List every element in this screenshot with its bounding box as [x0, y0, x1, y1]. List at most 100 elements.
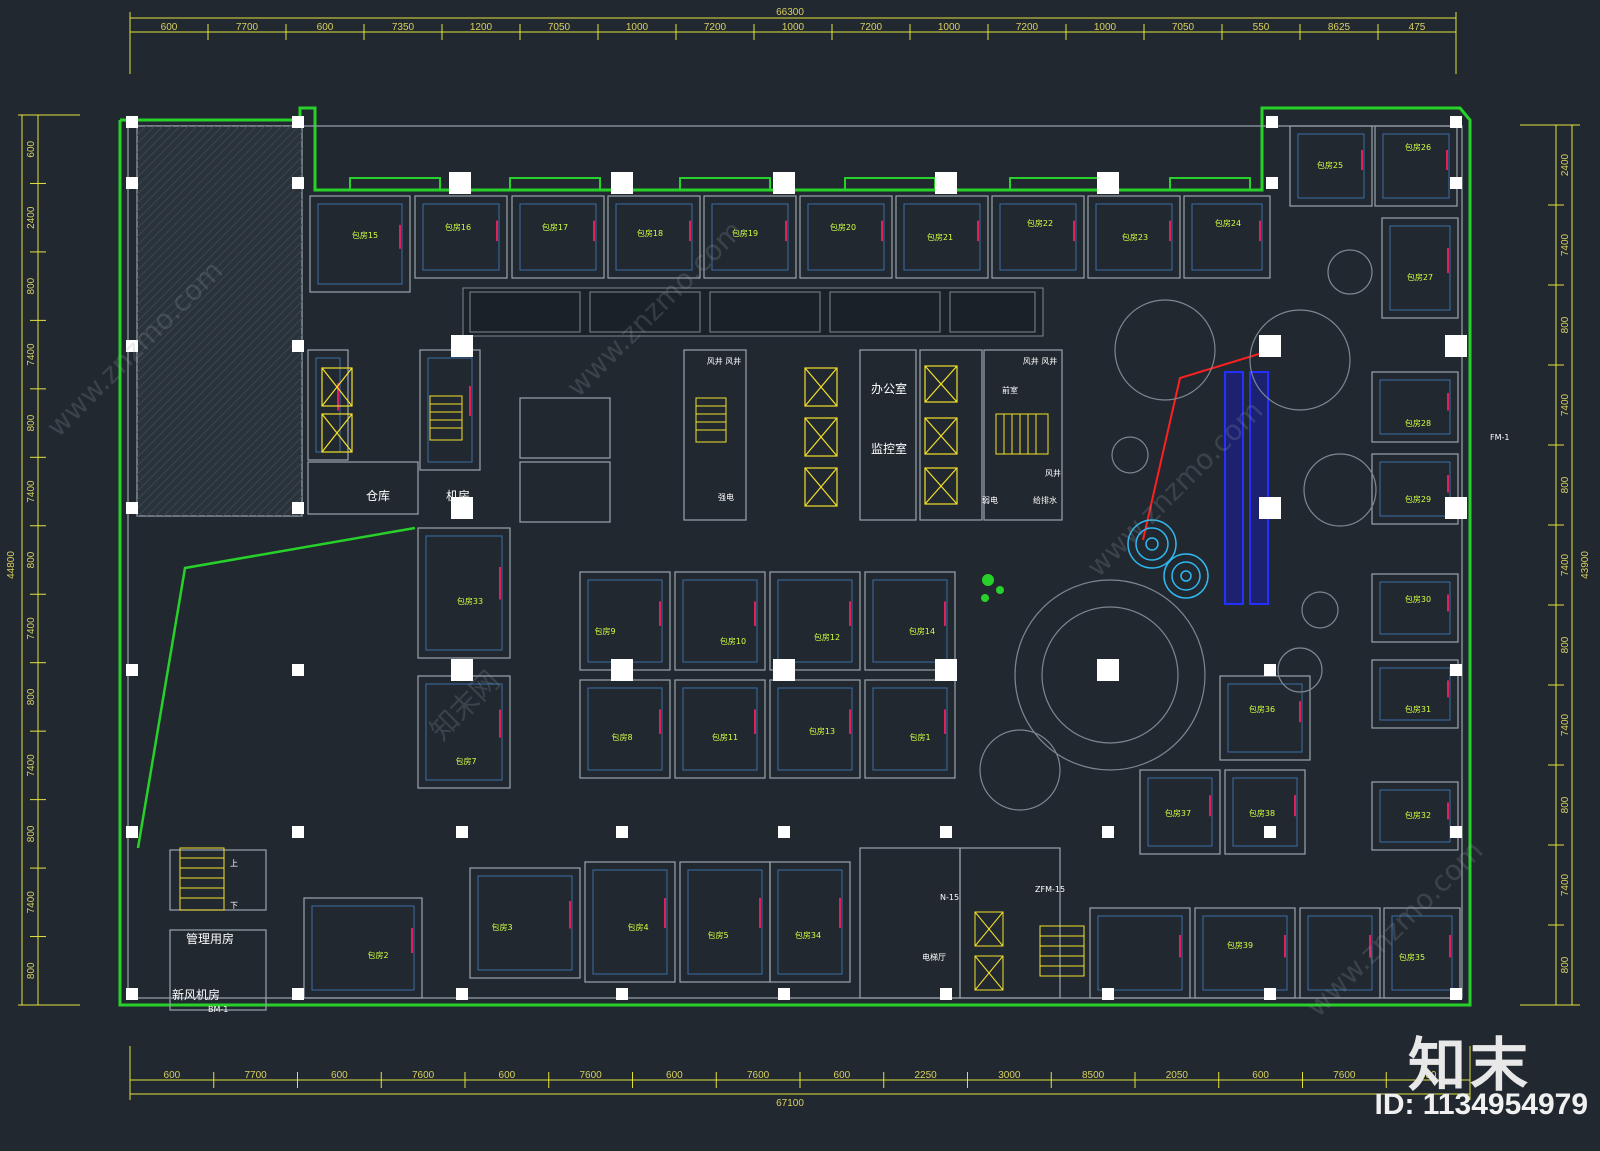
dim-label: 3000 — [998, 1070, 1021, 1081]
private-room-label: 包房36 — [1249, 704, 1275, 714]
management-room-label: 管理用房 — [186, 931, 234, 946]
shafts-a-label: 风井 风井 — [707, 356, 742, 366]
column — [611, 172, 633, 194]
private-room-label: 包房30 — [1405, 594, 1431, 604]
dim-label: 7400 — [26, 480, 37, 503]
room-outline — [769, 679, 861, 779]
furniture-outline — [1232, 777, 1298, 847]
room-outline — [169, 849, 267, 911]
dim-label: 7400 — [26, 891, 37, 914]
dim-label: 7200 — [860, 22, 883, 33]
column — [1450, 664, 1462, 676]
column — [1450, 826, 1462, 838]
dim-label: 7400 — [1560, 713, 1571, 736]
dim-label: 800 — [26, 414, 37, 431]
room-outline — [584, 861, 676, 983]
room-outline — [1087, 195, 1181, 279]
dim-label: 7350 — [392, 22, 415, 33]
private-room-label: 包房19 — [732, 228, 758, 238]
room-outline — [607, 195, 701, 279]
furniture-outline — [1097, 915, 1183, 991]
column — [1450, 116, 1462, 128]
atrium-circles — [979, 249, 1377, 811]
column — [778, 826, 790, 838]
atrium-edge — [1142, 349, 1273, 541]
dim-label: 1200 — [470, 22, 493, 33]
column — [449, 172, 471, 194]
furniture-outline — [1379, 461, 1451, 517]
furniture-outline — [777, 579, 853, 663]
dim-label: 1000 — [626, 22, 649, 33]
private-room-label: 包房23 — [1122, 232, 1148, 242]
room-outline — [959, 847, 1061, 999]
stair-left — [429, 395, 463, 441]
dim-label: 800 — [1560, 796, 1571, 813]
furniture-outline — [711, 203, 789, 271]
column — [616, 988, 628, 1000]
column — [126, 116, 138, 128]
stair-center — [695, 397, 727, 443]
private-room-label: 包房2 — [367, 950, 388, 960]
dim-label: 800 — [26, 962, 37, 979]
column — [935, 659, 957, 681]
dim-label: 600 — [161, 22, 178, 33]
dim-label: 600 — [666, 1070, 683, 1081]
dim-label: 7200 — [1016, 22, 1039, 33]
private-room-label: 包房26 — [1405, 142, 1431, 152]
private-room-label: 包房4 — [627, 922, 648, 932]
furniture-outline — [477, 875, 573, 971]
column — [1259, 497, 1281, 519]
furniture-outline — [682, 579, 758, 663]
front-room-label: 前室 — [1002, 385, 1018, 395]
left-dim-segments: 6002400800740080074008007400800740080074… — [26, 114, 46, 979]
monitor-room-label: 监控室 — [871, 441, 907, 456]
room-outline — [1299, 907, 1381, 999]
private-room-label: 包房9 — [594, 626, 615, 636]
dim-label: 7050 — [548, 22, 571, 33]
column — [292, 664, 304, 676]
private-room-label: 包房34 — [795, 930, 821, 940]
room-outline — [1224, 769, 1306, 855]
bottom-total-dim: 67100 — [776, 1098, 804, 1109]
furniture-outline — [1147, 777, 1213, 847]
private-room-label: 包房32 — [1405, 810, 1431, 820]
private-room-label: 包房22 — [1027, 218, 1053, 228]
furniture-outline — [872, 687, 948, 771]
furniture-outline — [615, 203, 693, 271]
furniture-outline — [777, 687, 853, 771]
elevator-core-center — [804, 365, 958, 507]
dim-label: 600 — [499, 1070, 516, 1081]
dim-label: 800 — [26, 825, 37, 842]
weak-current-label: 弱电 — [982, 495, 998, 505]
furniture-outline — [807, 203, 885, 271]
fire-door-label-2: N-15 — [940, 893, 959, 902]
dim-label: 475 — [1409, 22, 1426, 33]
column — [773, 659, 795, 681]
room-outline — [1183, 195, 1271, 279]
columns — [126, 116, 1467, 1000]
room-outline — [511, 195, 605, 279]
fresh-air-room-label: 新风机房 — [172, 987, 220, 1002]
private-room-label: 包房38 — [1249, 808, 1275, 818]
column — [1102, 826, 1114, 838]
column — [1266, 177, 1278, 189]
room-outline — [674, 571, 766, 671]
room-outline — [1371, 659, 1459, 729]
dim-label: 1000 — [1094, 22, 1117, 33]
room-outline — [703, 195, 797, 279]
shafts-b-label: 风井 风井 — [1023, 356, 1058, 366]
room-outline — [169, 929, 267, 1011]
private-room-label: 包房8 — [611, 732, 632, 742]
water-supply-label: 给排水 — [1033, 495, 1057, 505]
dim-label: 7600 — [747, 1070, 770, 1081]
dim-label: 600 — [1252, 1070, 1269, 1081]
furniture-outline — [1191, 203, 1263, 271]
furniture-outline — [587, 687, 663, 771]
private-room-label: 包房13 — [809, 726, 835, 736]
furniture-outline — [427, 357, 473, 463]
furniture-outline — [1307, 915, 1373, 991]
column — [126, 340, 138, 352]
furniture-outline — [903, 203, 981, 271]
column — [451, 659, 473, 681]
